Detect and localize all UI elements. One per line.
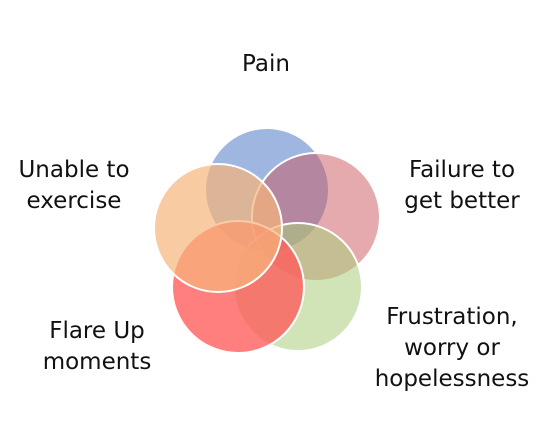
- label-failure-line-2: get better: [404, 188, 520, 214]
- label-failure-to-get-better: Failure to get better: [388, 155, 536, 217]
- label-flare-line-1: Flare Up: [49, 318, 145, 344]
- label-frustration-line-2: worry or: [404, 335, 500, 361]
- label-failure-line-1: Failure to: [408, 157, 516, 183]
- label-frustration-line-1: Frustration,: [386, 304, 518, 330]
- label-unable-line-1: Unable to: [18, 157, 130, 183]
- circle-unable: [153, 163, 283, 293]
- label-frustration: Frustration, worry or hopelessness: [366, 302, 538, 395]
- label-unable-line-2: exercise: [26, 188, 122, 214]
- label-frustration-line-3: hopelessness: [374, 366, 530, 392]
- circle-group: [153, 127, 381, 354]
- label-flare-up-moments: Flare Up moments: [22, 316, 172, 378]
- label-pain-line-1: Pain: [242, 51, 290, 77]
- label-pain: Pain: [200, 49, 332, 80]
- label-flare-line-2: moments: [42, 349, 152, 375]
- label-unable-to-exercise: Unable to exercise: [0, 155, 148, 217]
